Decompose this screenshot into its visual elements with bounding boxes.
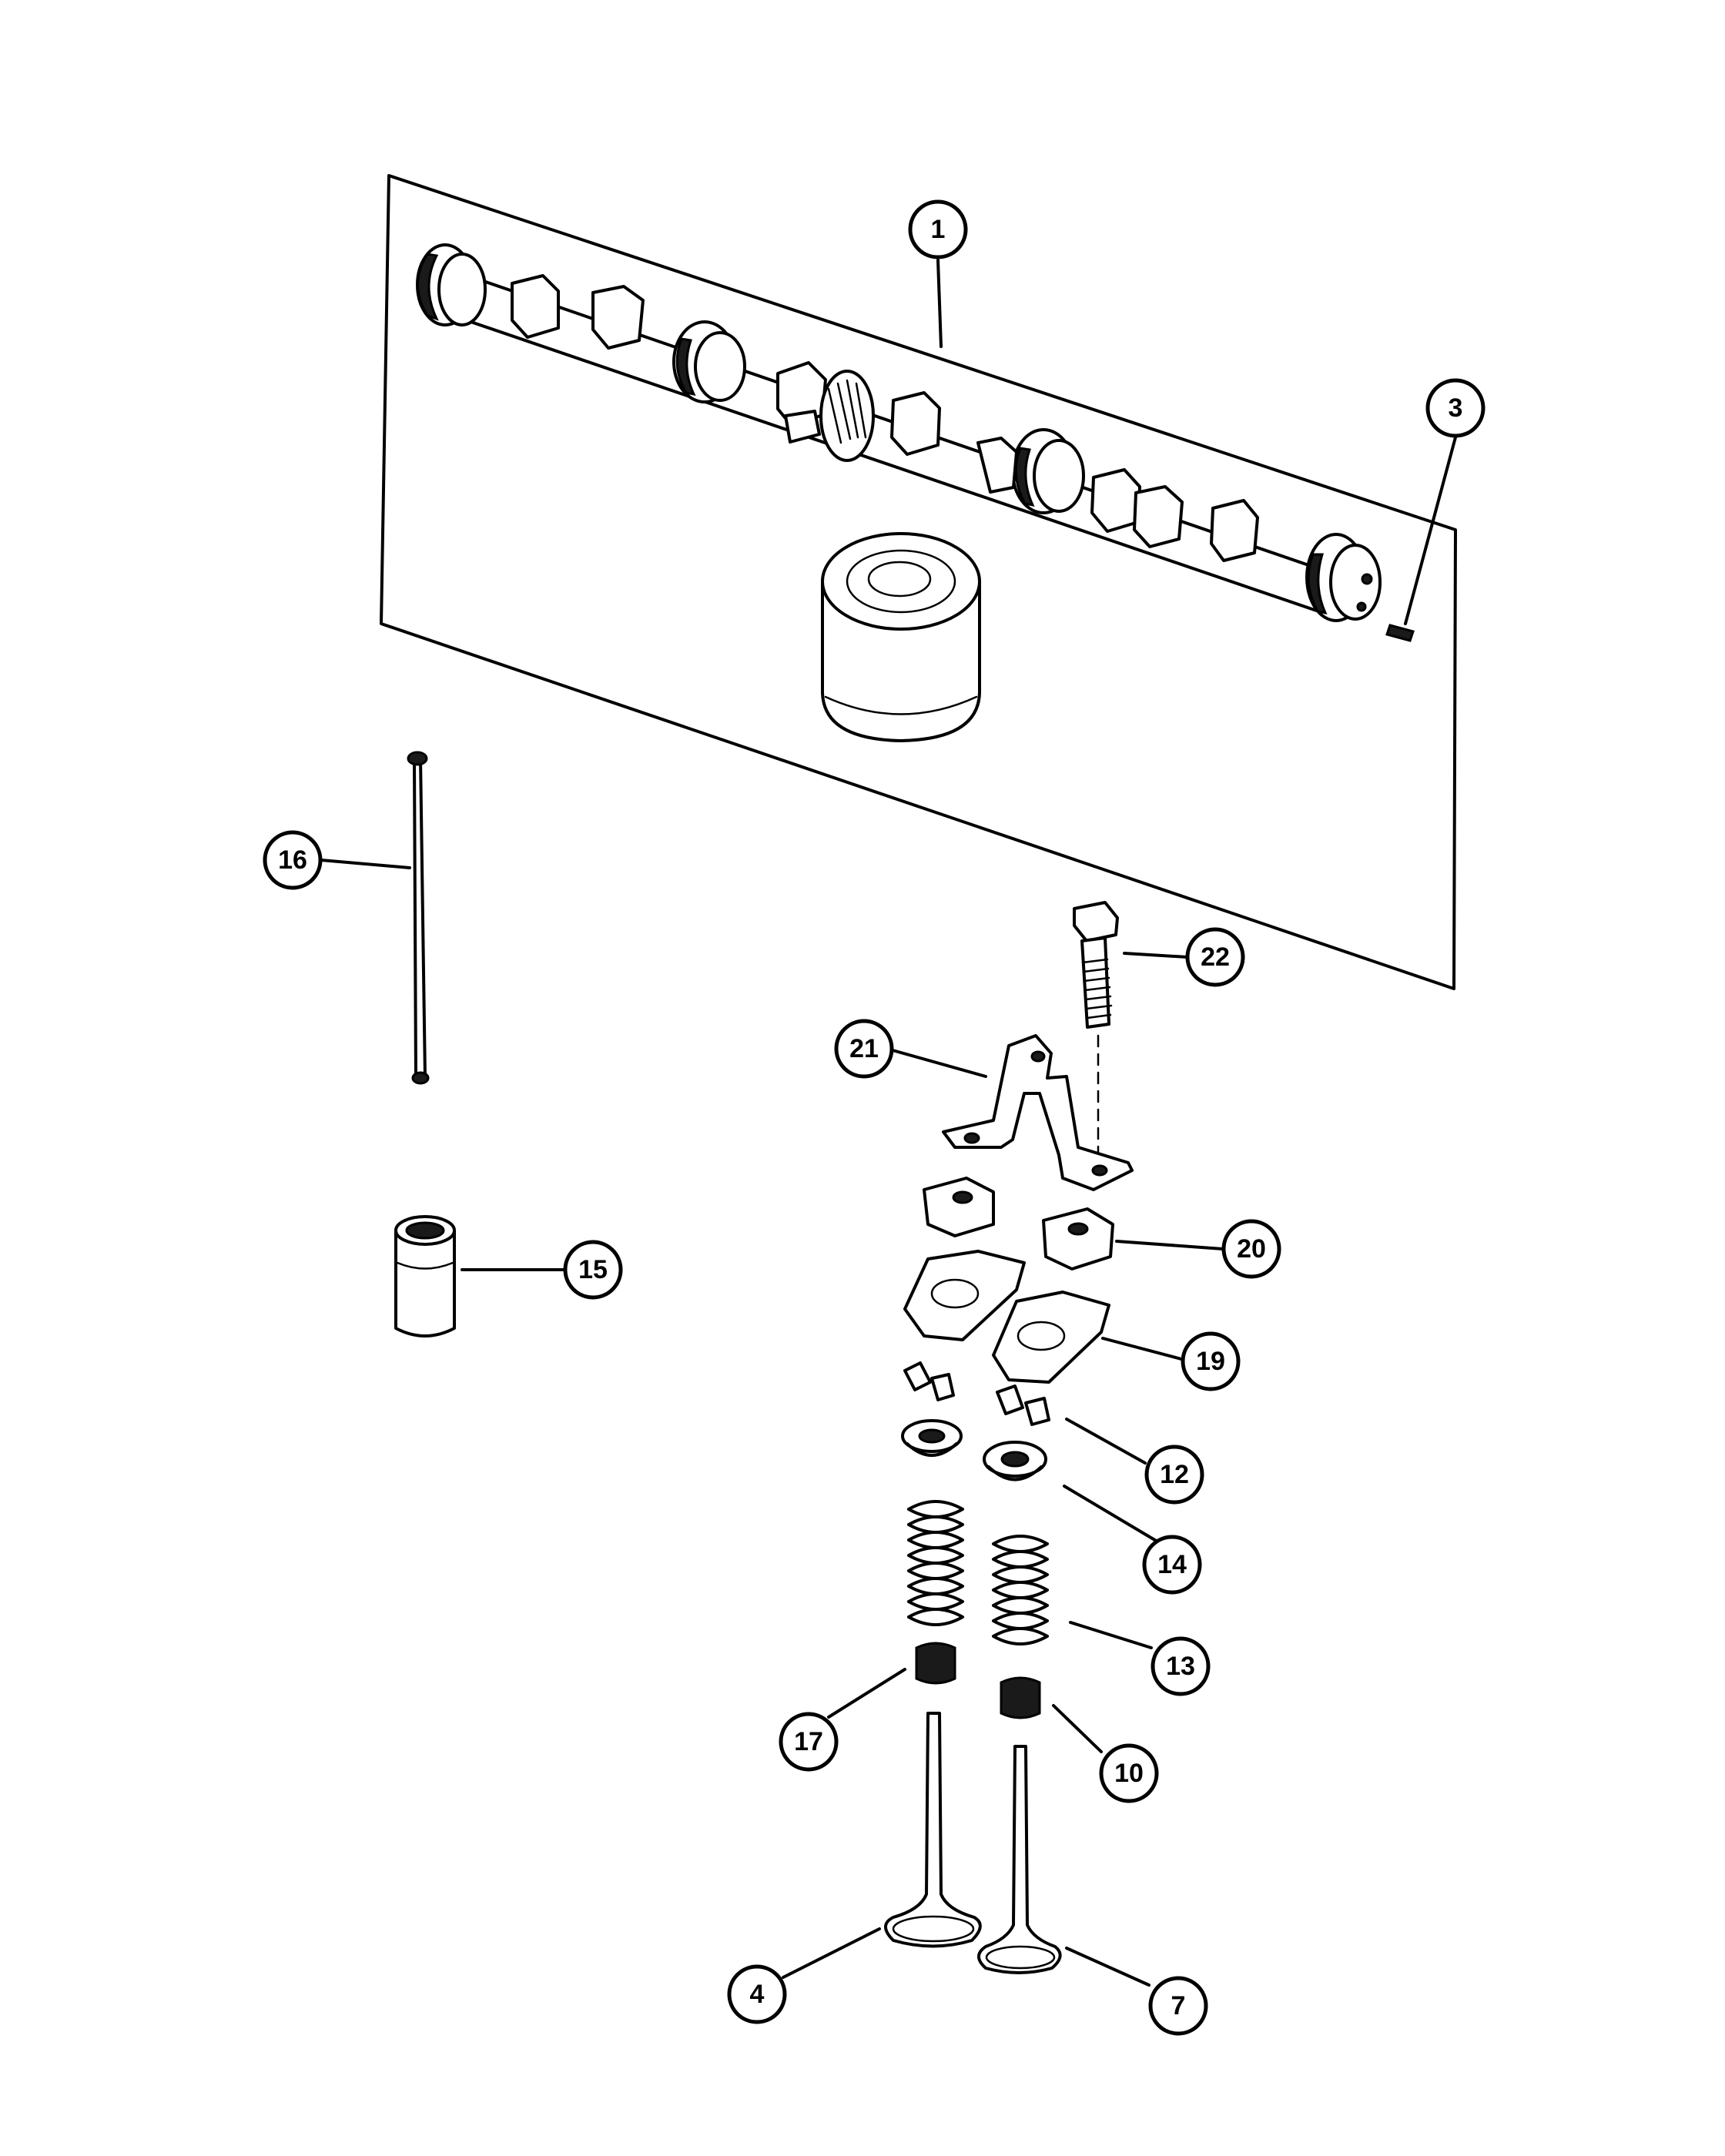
valve-stem-seal xyxy=(915,1642,1041,1719)
callout-label: 3 xyxy=(1449,393,1463,423)
callout-label: 22 xyxy=(1201,942,1230,972)
callout-label: 15 xyxy=(578,1255,608,1284)
intake-valve xyxy=(884,1712,982,1948)
callout-10: 10 xyxy=(1099,1743,1159,1803)
callout-label: 7 xyxy=(1171,1991,1186,2020)
callout-17: 17 xyxy=(779,1712,839,1772)
callout-19: 19 xyxy=(1181,1331,1241,1391)
callout-16: 16 xyxy=(263,830,323,890)
callout-label: 14 xyxy=(1157,1550,1187,1579)
spring-retainer xyxy=(901,1419,1047,1481)
rocker-arm xyxy=(903,1250,1110,1384)
callout-4: 4 xyxy=(727,1964,787,2024)
callout-label: 12 xyxy=(1160,1460,1189,1489)
callout-label: 21 xyxy=(849,1034,879,1063)
dowel-pin xyxy=(1385,624,1415,642)
callout-3: 3 xyxy=(1425,378,1486,438)
callout-label: 10 xyxy=(1114,1759,1144,1788)
callout-1: 1 xyxy=(908,199,968,259)
callout-label: 16 xyxy=(278,845,307,875)
rocker-bolt xyxy=(1073,901,1119,1164)
leader-lines xyxy=(320,259,1457,1987)
lubricant-can xyxy=(821,532,981,742)
callout-12: 12 xyxy=(1144,1445,1204,1505)
push-rod xyxy=(407,751,430,1085)
valve-spring xyxy=(907,1500,1049,1645)
callout-label: 20 xyxy=(1237,1234,1266,1264)
callout-15: 15 xyxy=(563,1240,623,1300)
valve-keepers xyxy=(903,1361,1050,1426)
callout-21: 21 xyxy=(834,1019,894,1079)
callout-label: 17 xyxy=(794,1727,823,1756)
callout-22: 22 xyxy=(1185,927,1245,987)
camshaft xyxy=(416,243,1382,622)
callout-label: 1 xyxy=(931,215,946,244)
exhaust-valve xyxy=(977,1745,1062,1974)
callout-20: 20 xyxy=(1221,1219,1281,1279)
camshaft-kit-panel xyxy=(380,174,1457,990)
callout-label: 13 xyxy=(1166,1652,1195,1681)
rocker-pivot xyxy=(923,1177,1114,1270)
rocker-bridge xyxy=(942,1034,1134,1191)
callout-14: 14 xyxy=(1142,1535,1202,1595)
callout-label: 4 xyxy=(750,1980,765,2009)
callout-label: 19 xyxy=(1196,1347,1225,1376)
callout-7: 7 xyxy=(1148,1976,1208,2036)
callout-13: 13 xyxy=(1151,1636,1211,1696)
valve-lifter xyxy=(394,1215,456,1337)
